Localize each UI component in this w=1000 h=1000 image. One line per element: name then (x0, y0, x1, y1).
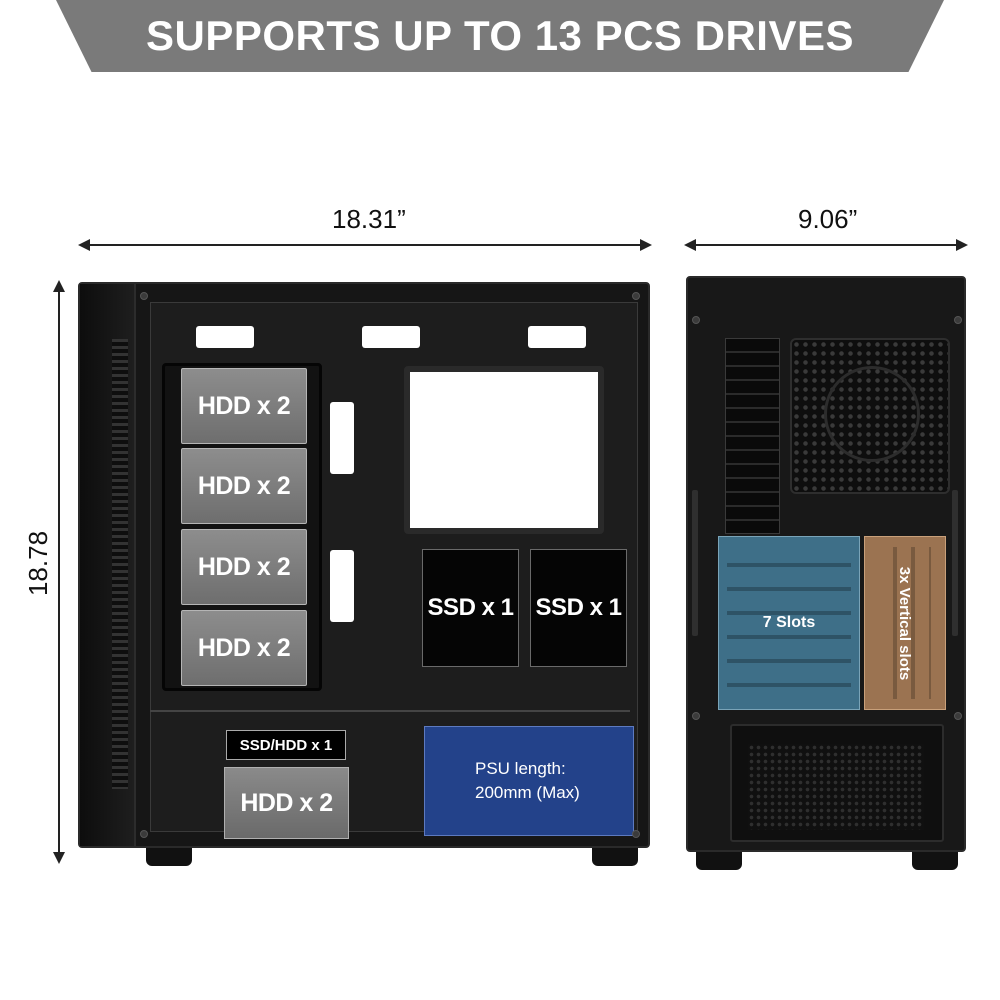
hdd-tray: HDD x 2 (181, 448, 307, 524)
psu-length-label: PSU length: (475, 759, 566, 778)
length-label: 18.31” (332, 204, 406, 234)
screw (954, 316, 962, 324)
case-foot (592, 848, 638, 866)
screw (140, 830, 148, 838)
psu-area: PSU length: 200mm (Max) (424, 726, 634, 836)
screw (632, 830, 640, 838)
title-banner: SUPPORTS UP TO 13 PCS DRIVES (56, 0, 944, 72)
expansion-slots: 7 Slots (718, 536, 860, 710)
hdd-bottom-label: HDD x 2 (240, 788, 333, 817)
vertical-slots: 3x Vertical slots (864, 536, 946, 710)
height-label: 18.78 (23, 530, 54, 597)
cable-cutout (362, 326, 420, 348)
hdd-tray-label: HDD x 2 (197, 471, 291, 500)
case-foot (146, 848, 192, 866)
expansion-slots-label: 7 Slots (762, 614, 816, 631)
ssd-hdd-mount-text: SSD/HDD x 1 (239, 736, 333, 754)
hdd-tray-label: HDD x 2 (197, 391, 291, 420)
ssd-mount-label: SSD x 1 (535, 594, 622, 621)
screw (954, 712, 962, 720)
length-dimension-line (84, 244, 644, 246)
ssd-mount: SSD x 1 (422, 549, 519, 667)
ssd-mount: SSD x 1 (530, 549, 627, 667)
arrow-down-icon (53, 852, 65, 864)
arrow-right-icon (640, 239, 652, 251)
cpu-cooler-cutout (404, 366, 604, 534)
width-label: 9.06” (798, 204, 858, 234)
case-foot (696, 852, 742, 870)
vertical-slots-label: 3x Vertical slots (896, 566, 914, 680)
case-foot (912, 852, 958, 870)
banner-title: SUPPORTS UP TO 13 PCS DRIVES (146, 12, 854, 59)
ssd-mount-label: SSD x 1 (427, 594, 514, 621)
cable-cutout (196, 326, 254, 348)
ssd-hdd-mount-label: SSD/HDD x 1 (226, 730, 346, 760)
screw (692, 712, 700, 720)
hdd-tray-label: HDD x 2 (197, 552, 291, 581)
cable-cutout (330, 550, 354, 622)
height-dimension-line (58, 288, 60, 856)
arrow-right-icon (956, 239, 968, 251)
cable-cutout (330, 402, 354, 474)
width-dimension-line (690, 244, 960, 246)
hdd-tray: HDD x 2 (181, 529, 307, 605)
side-panel-edge (952, 490, 958, 636)
hdd-tray-label: HDD x 2 (197, 633, 291, 662)
screw (140, 292, 148, 300)
cable-cutout (528, 326, 586, 348)
front-grille (112, 339, 128, 789)
side-panel-edge (692, 490, 698, 636)
hdd-tray: HDD x 2 (181, 610, 307, 686)
hdd-tray: HDD x 2 (181, 368, 307, 444)
screw (692, 316, 700, 324)
arrow-left-icon (684, 239, 696, 251)
psu-length-value: 200mm (Max) (475, 783, 580, 802)
arrow-up-icon (53, 280, 65, 292)
io-shield (725, 338, 780, 534)
arrow-left-icon (78, 239, 90, 251)
hdd-bottom-cage: HDD x 2 (224, 767, 349, 839)
screw (632, 292, 640, 300)
psu-shroud-edge (150, 710, 630, 712)
psu-rear-grille (748, 744, 924, 830)
fan-icon (824, 366, 920, 462)
